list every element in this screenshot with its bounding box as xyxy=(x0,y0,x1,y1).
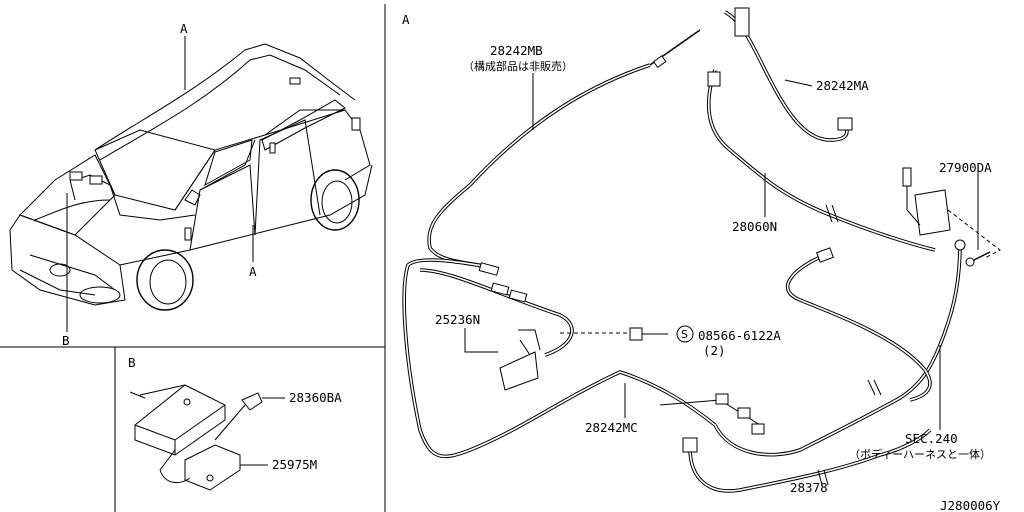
label-bolt-qty: (2) xyxy=(703,343,726,358)
label-sec240-note: （ボディーハーネスと一体） xyxy=(849,447,991,461)
label-28242mb: 28242MB xyxy=(490,43,543,58)
label-sec240: SEC.240 xyxy=(905,431,958,446)
label-28242mc: 28242MC xyxy=(585,420,638,435)
callout-front-b: B xyxy=(62,333,70,348)
leader-25236n xyxy=(464,328,498,353)
label-28242ma-text: 28242MA xyxy=(816,78,869,93)
label-27900da: 27900DA xyxy=(939,160,992,175)
detail-b-antenna-unit xyxy=(129,384,263,491)
car-illustration xyxy=(9,43,373,311)
view-a-label: A xyxy=(402,12,410,27)
label-28360ba: 28360BA xyxy=(289,390,342,405)
detail-b-view-label: B xyxy=(128,355,136,370)
bolt-s-symbol-circle xyxy=(676,325,694,343)
callout-side-a: A xyxy=(249,264,257,279)
leader-28242ma xyxy=(784,79,813,87)
label-28378: 28378 xyxy=(790,480,828,495)
label-25975m: 25975M xyxy=(272,457,317,472)
label-08566-6122a: 08566-6122A xyxy=(698,328,781,343)
view-a-harness xyxy=(402,7,1001,493)
drawing-code: J280006Y xyxy=(940,498,1001,512)
label-bolt-symbol: S xyxy=(681,328,688,341)
label-28060n: 28060N xyxy=(732,219,777,234)
label-25236n: 25236N xyxy=(435,312,480,327)
label-28242mb-note: （構成部品は非販売） xyxy=(463,59,573,73)
callout-top-a: A xyxy=(180,21,188,36)
